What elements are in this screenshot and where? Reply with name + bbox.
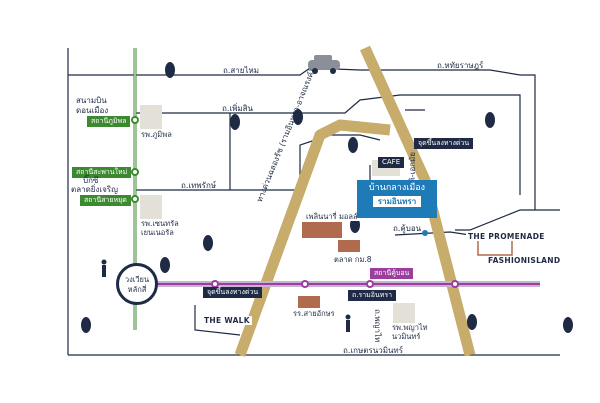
pink-station-dot [366,280,374,288]
market-label: ตลาด กม.8 [332,255,374,264]
car-icon [308,55,340,74]
green-station-dot [131,116,139,124]
circle-label: วงเวียน หลักสี่ [124,275,150,294]
project-name: บ้านกลางเมือง [368,183,426,193]
expressway-diagonal [234,119,391,357]
green-station-dot [131,195,139,203]
airport-label: สนามบิน ดอนเมือง [76,96,109,115]
promenade-label: THE PROMENADE [466,232,547,241]
road-phoem-sin [136,94,521,195]
hospital-label: รพ.เซนทรัล เยนเนอรัล [139,219,181,237]
road-sai-mai [68,67,536,210]
pink-station-dot [301,280,309,288]
cafe-tag: CAFE [378,157,405,168]
hospital-label: รพ.พญาไท นวมินทร์ [390,323,430,341]
tree-icon [348,137,358,153]
road-label: ถ.เพิ่มสิน [222,104,254,113]
station-tag: สถานีภูมิพล [87,116,131,127]
the-walk-label: THE WALK [202,316,252,325]
road-label: ถ.สายไหม [223,66,260,75]
exit-tag: จุดขึ้นลงทางด่วน [414,138,474,149]
pink-station-dot [451,280,459,288]
road-label: ถ.เกษตรนวมินทร์ [343,346,404,355]
station-tag: สถานีสะพานใหม่ [72,167,132,178]
tree-icon [230,114,240,130]
place-label: ตลาดยิ่งเจริญ [71,185,118,194]
road-promenade [455,209,560,231]
road-thep-rak [136,134,381,191]
hospital-label: รพ.ภูมิพล [139,130,174,139]
road-walk [194,305,241,336]
person-icon [346,320,350,332]
road-label: ถ.คู้บอน [393,224,422,233]
project-marker[interactable]: บ้านกลางเมือง รามอินทรา [357,180,437,218]
tree-icon [203,235,213,251]
tree-icon [467,314,477,330]
building-icon [298,222,513,308]
mall-label: เพลินนารี่ มอลล์ [304,212,360,221]
exit-tag: จุดขึ้นลงทางด่วน [203,287,263,298]
road-tag: ถ.รามอินทรา [348,290,397,301]
fashion-island-label: FASHIONISLAND [486,256,563,265]
school-label: รร.สายอักษร [291,309,337,318]
lak-si-circle: วงเวียน หลักสี่ [116,263,158,305]
tree-icon [160,257,170,273]
station-tag: สถานีสายหยุด [80,195,131,206]
road-label: ถ.หทัยราษฎร์ [437,61,484,70]
tree-icon [350,217,360,233]
place-label: บิ๊กซี [83,176,99,185]
tree-icon [293,109,303,125]
tree-icon [485,112,495,128]
road-label: ถ.เทพรักษ์ [181,181,217,190]
tree-icon [81,317,91,333]
tree-icon [563,317,573,333]
station-tag: สถานีคู้บอน [370,268,414,279]
road-label: ถ.พญาไท [373,309,382,343]
person-icon [102,265,106,277]
green-station-dot [131,168,139,176]
project-sub: รามอินทรา [372,196,422,207]
tree-icon [165,62,175,78]
